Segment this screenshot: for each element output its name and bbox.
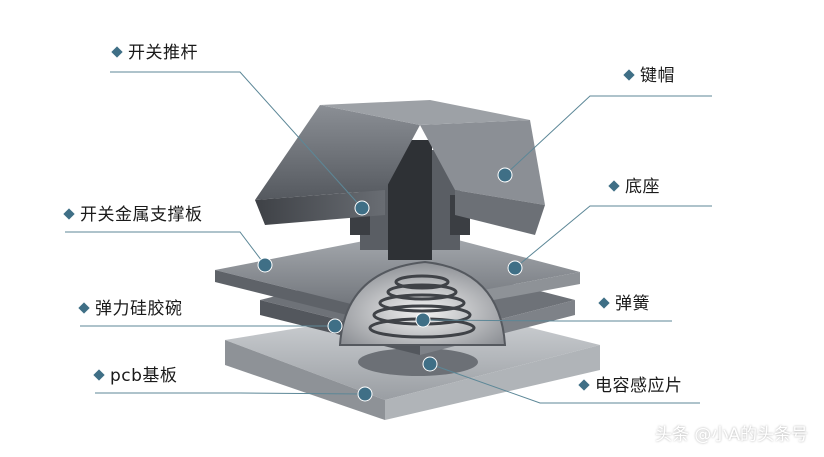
diamond-icon [93, 369, 105, 381]
marker-switch-pusher [354, 200, 370, 216]
leader-lines [65, 71, 712, 404]
diamond-icon [623, 69, 635, 81]
marker-base [507, 260, 523, 276]
silicone-dome-shape [338, 260, 507, 346]
diamond-icon [78, 302, 90, 314]
capacitive-pad-shape [358, 348, 478, 376]
leader-capacitive-pad [429, 363, 700, 404]
label-pcb-board: pcb基板 [93, 366, 177, 386]
marker-silicone-dome [327, 318, 343, 334]
leader-metal-plate [65, 231, 266, 266]
label-keycap: 键帽 [623, 66, 675, 86]
diamond-icon [578, 379, 590, 391]
marker-pcb [357, 386, 373, 402]
diamond-icon [111, 46, 123, 58]
leader-spring [422, 319, 672, 322]
keycap-shape [255, 100, 545, 235]
leader-base [514, 205, 712, 269]
diamond-icon [608, 180, 620, 192]
label-switch-pusher: 开关推杆 [111, 43, 198, 63]
spring-shape [368, 274, 476, 339]
marker-spring [415, 312, 431, 328]
watermark: 头条 @小A的头条号 [654, 425, 808, 445]
label-base: 底座 [608, 177, 660, 197]
label-silicone-dome: 弹力硅胶碗 [78, 299, 183, 319]
label-capacitive-pad: 电容感应片 [578, 376, 683, 396]
marker-dots [257, 167, 523, 402]
label-metal-support-plate: 开关金属支撑板 [63, 205, 203, 225]
diamond-icon [63, 208, 75, 220]
marker-capacitive-pad [422, 356, 438, 372]
diamond-icon [598, 297, 610, 309]
label-spring: 弹簧 [598, 294, 650, 314]
marker-metal-plate [257, 257, 273, 273]
leader-pcb [95, 392, 366, 395]
leader-keycap [504, 95, 712, 176]
leader-switch-pusher [110, 71, 363, 209]
marker-keycap [497, 167, 513, 183]
